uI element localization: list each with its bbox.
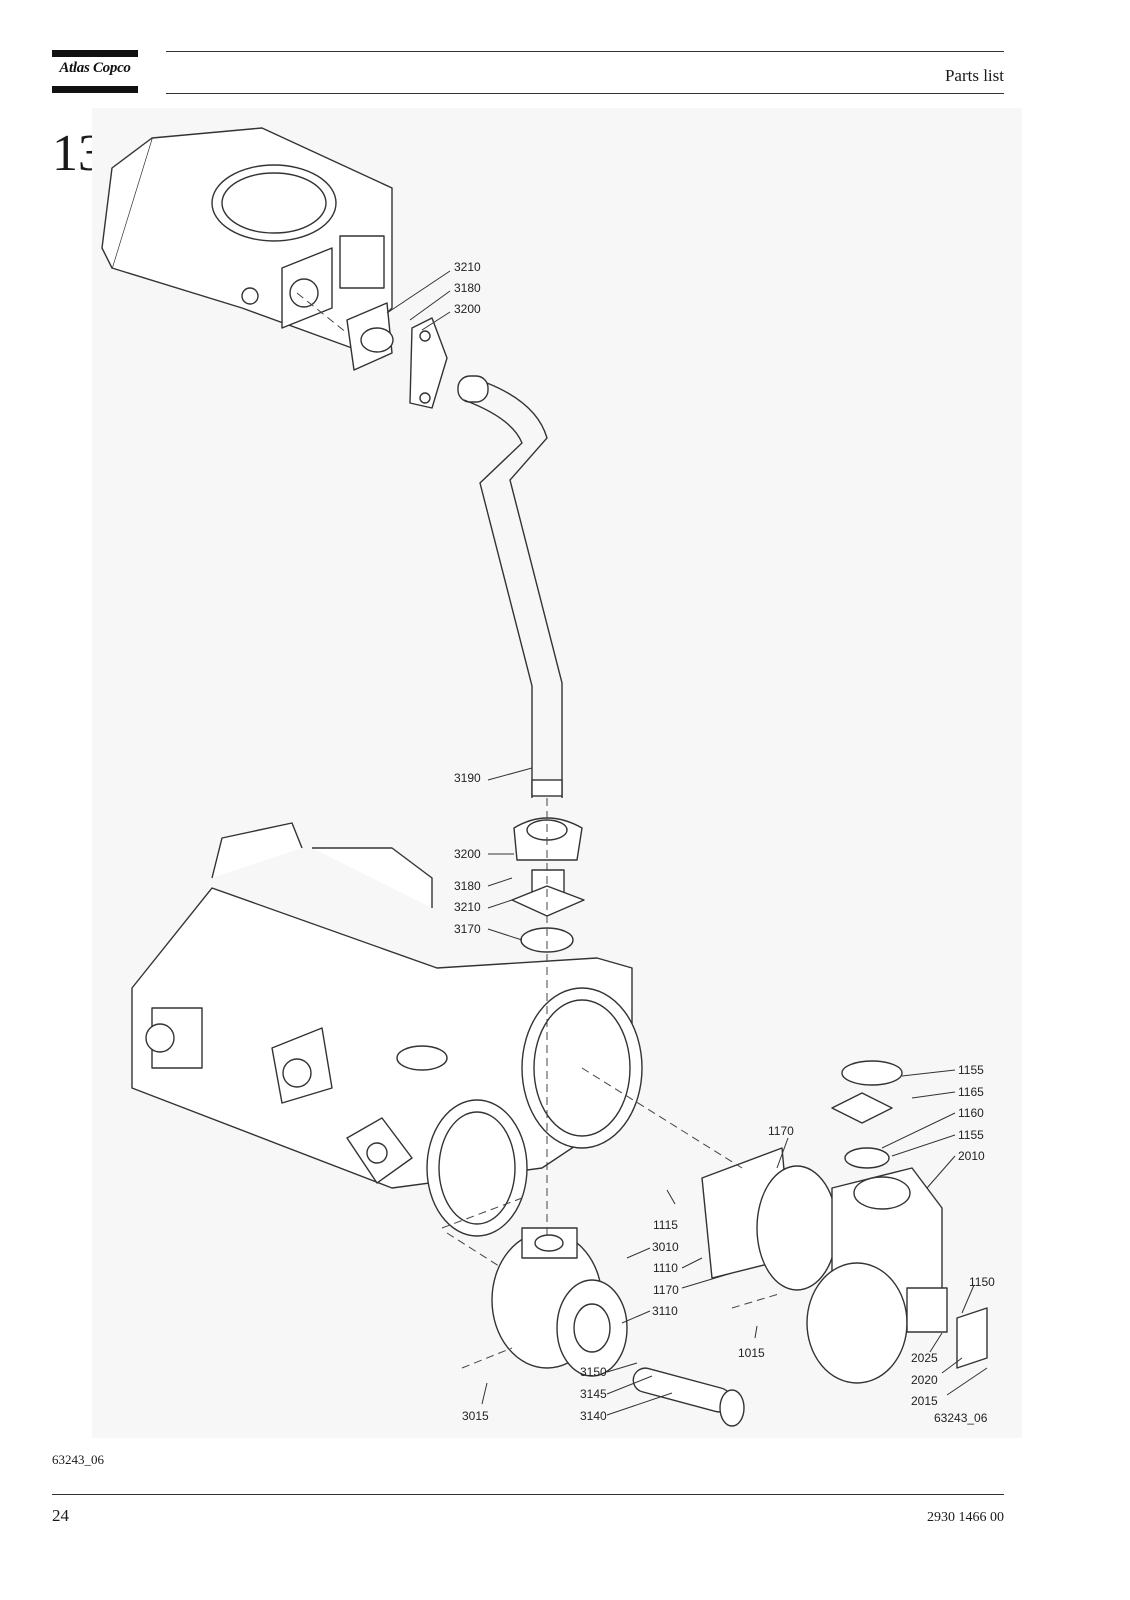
callout-3010: 3010 <box>652 1240 679 1254</box>
header-bottom-rule <box>166 93 1004 94</box>
callout-3190: 3190 <box>454 771 481 785</box>
callout-3210-bottom: 3210 <box>454 900 481 914</box>
callout-3145: 3145 <box>580 1387 607 1401</box>
callout-2025: 2025 <box>911 1351 938 1365</box>
callout-3170: 3170 <box>454 922 481 936</box>
gear-casing-3010 <box>491 1227 745 1427</box>
lower-compressor-casing <box>131 822 643 1237</box>
callout-1015: 1015 <box>738 1346 765 1360</box>
callout-3200-top: 3200 <box>454 302 481 316</box>
callout-1170-top: 1170 <box>768 1124 794 1138</box>
callout-3180-bottom: 3180 <box>454 879 481 893</box>
callout-labels: 3210 3180 3200 3190 3200 3180 3210 3170 … <box>454 260 995 1425</box>
callout-1110: 1110 <box>653 1261 678 1275</box>
header-top-rule <box>166 51 1004 52</box>
callout-1170-bottom: 1170 <box>653 1283 679 1297</box>
connecting-pipe <box>463 382 563 798</box>
callout-1115: 1115 <box>653 1218 678 1232</box>
callout-1155-bottom: 1155 <box>958 1128 984 1142</box>
right-gear-housing-2010 <box>701 1060 988 1384</box>
callout-2010: 2010 <box>958 1149 985 1163</box>
callout-3110: 3110 <box>652 1304 678 1318</box>
callout-1160: 1160 <box>958 1106 984 1120</box>
callout-2020: 2020 <box>911 1373 938 1387</box>
document-number: 2930 1466 00 <box>927 1510 1004 1525</box>
upper-flange-assembly <box>346 302 489 409</box>
diagram-canvas: 3210 3180 3200 3190 3200 3180 3210 3170 … <box>101 127 995 1427</box>
callout-3150: 3150 <box>580 1365 607 1379</box>
page-number: 24 <box>52 1506 69 1525</box>
callout-1165: 1165 <box>958 1085 984 1099</box>
upper-gearbox-housing <box>101 127 393 349</box>
callout-2015: 2015 <box>911 1394 938 1408</box>
lower-flange-assembly <box>511 817 585 953</box>
assembly-guide-lines <box>296 292 783 1369</box>
callout-3140: 3140 <box>580 1409 607 1423</box>
atlas-copco-logo: Atlas Copco <box>52 50 138 94</box>
logo-wordmark: Atlas Copco <box>59 60 131 76</box>
callout-3015: 3015 <box>462 1409 489 1423</box>
footer-rule <box>52 1494 1004 1495</box>
page-header-title: Parts list <box>944 66 1004 85</box>
figure-caption-code: 63243_06 <box>52 1452 104 1467</box>
callout-3180-top: 3180 <box>454 281 481 295</box>
callout-leaders <box>386 270 988 1416</box>
callout-1155-top: 1155 <box>958 1063 984 1077</box>
logo-top-bar <box>52 50 138 57</box>
callout-3200-bottom: 3200 <box>454 847 481 861</box>
drawing-code-in-figure: 63243_06 <box>934 1411 988 1425</box>
exploded-parts-diagram: 3210 3180 3200 3190 3200 3180 3210 3170 … <box>92 108 1022 1438</box>
logo-bottom-bar <box>52 86 138 93</box>
callout-1150: 1150 <box>969 1275 995 1289</box>
callout-3210-top: 3210 <box>454 260 481 274</box>
